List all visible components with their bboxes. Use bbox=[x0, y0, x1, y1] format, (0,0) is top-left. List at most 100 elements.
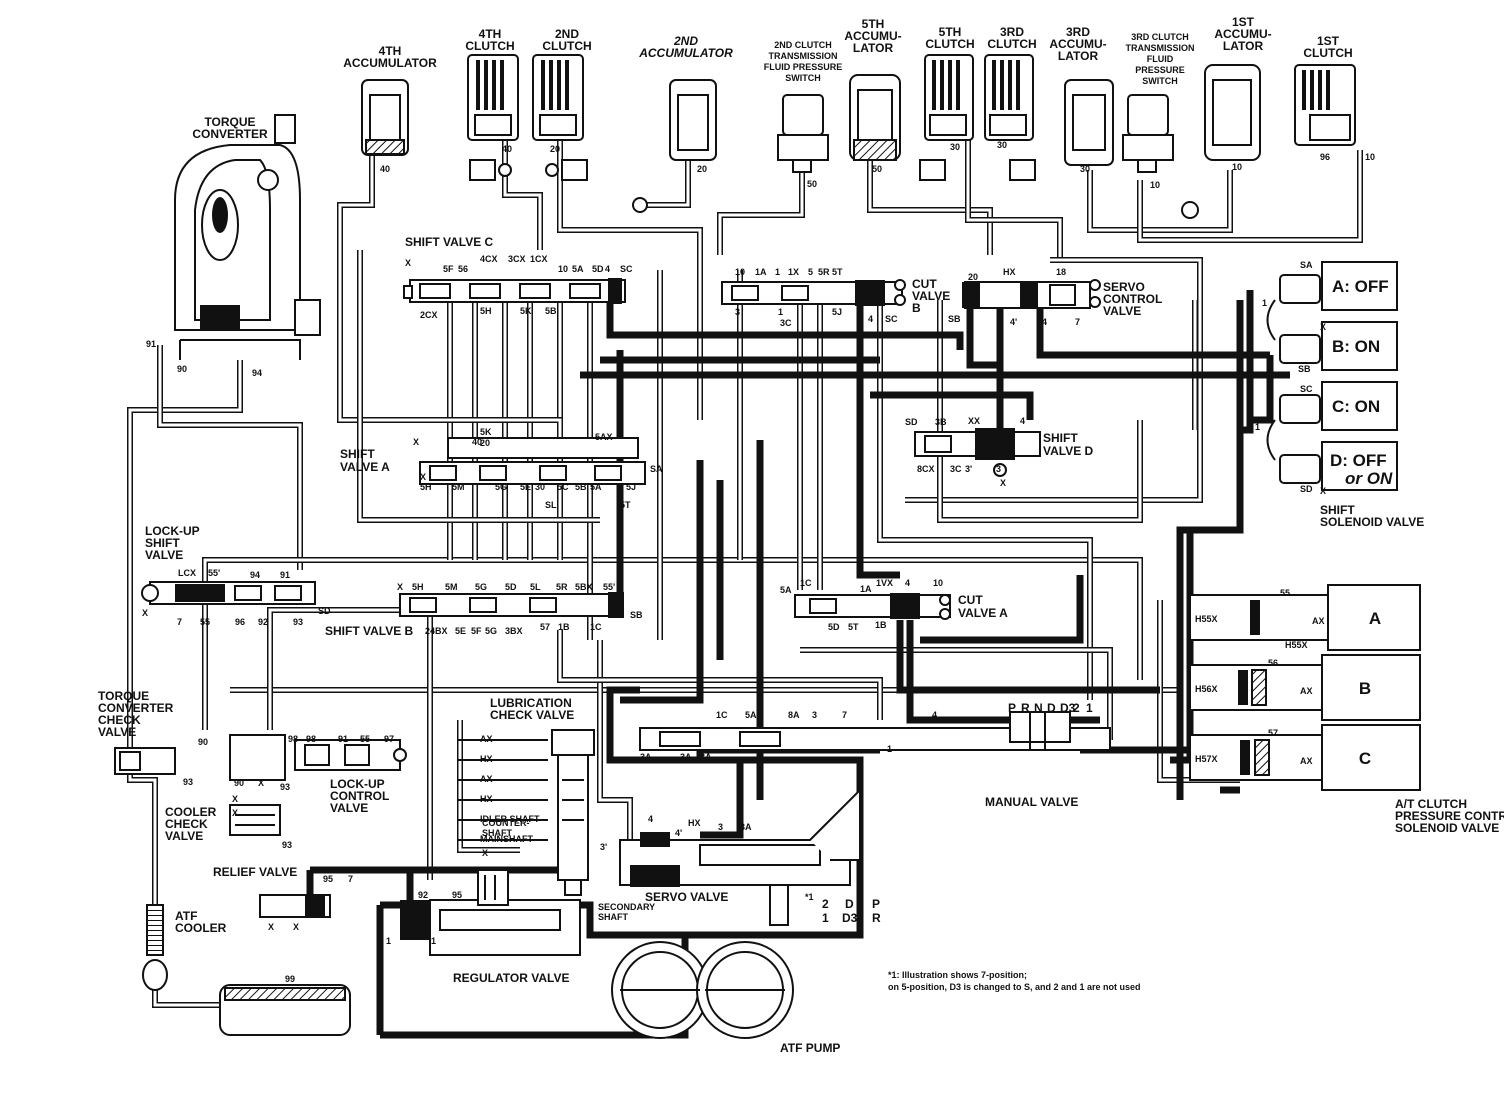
port-code-manual_valve: 3 bbox=[812, 710, 817, 720]
pcs-port-ax-c: AX bbox=[1300, 756, 1313, 766]
port-code-manual_valve: 3A bbox=[640, 752, 652, 762]
port-code-relief_regulator: 1 bbox=[386, 936, 391, 946]
port-code-shift_valve_c: 5A bbox=[572, 264, 584, 274]
port-code-lockup_shift: 90 bbox=[177, 364, 187, 374]
lube-item: IDLER SHAFT bbox=[480, 814, 540, 824]
port-code-accumulators: 10 bbox=[1365, 152, 1375, 162]
clutch-3rd bbox=[984, 54, 1036, 181]
clutch-4th bbox=[467, 54, 519, 181]
tc-check-valve bbox=[114, 747, 176, 775]
lube-secondary: SECONDARY bbox=[598, 902, 655, 912]
pcs-port-h57x: H57X bbox=[1195, 754, 1218, 764]
port-code-shift_valve_a: SL bbox=[545, 500, 557, 510]
port-code-shift_valve_a: 5J bbox=[626, 482, 636, 492]
port-code-cut_valve_a: 1VX bbox=[876, 578, 893, 588]
cut-valve-b bbox=[721, 279, 906, 306]
port-code-cut_valve_b: 5J bbox=[832, 307, 842, 317]
port-code-shift_valve_d: SD bbox=[905, 417, 918, 427]
port-code-shift_valve_c: 4 bbox=[605, 264, 610, 274]
port-code-shift_valve_b: 1B bbox=[558, 622, 570, 632]
port-code-shift_valve_d: 3B bbox=[935, 417, 947, 427]
port-code-servo_control: 4' bbox=[1010, 317, 1017, 327]
servo-pos-1: 1 bbox=[822, 911, 829, 925]
port-code-shift_valve_a: 30 bbox=[535, 482, 545, 492]
port-code-shift_valve_b: 1C bbox=[590, 622, 602, 632]
port-code-servo_control: 18 bbox=[1056, 267, 1066, 277]
solenoid-b-state: B: ON bbox=[1332, 337, 1380, 356]
label-atf-pump: ATF PUMP bbox=[780, 1041, 840, 1055]
port-code-lockup_shift: SD bbox=[318, 606, 331, 616]
port-code-shift_valve_b: 5L bbox=[530, 582, 541, 592]
port-code-shift_valve_d: XX bbox=[968, 416, 980, 426]
manual-valve bbox=[639, 711, 1111, 751]
pressure-switch-2nd bbox=[777, 94, 829, 173]
port-code-lockup_shift: 91 bbox=[146, 339, 156, 349]
port-code-cut_valve_b: 5T bbox=[832, 267, 843, 277]
port-code-cut_valve_b: 5 bbox=[808, 267, 813, 277]
port-code-shift_valve_d: 4 bbox=[1020, 416, 1025, 426]
port-code-shift_valve_b: 5D bbox=[505, 582, 517, 592]
label-shift-valve-b: SHIFT VALVE B bbox=[325, 624, 414, 638]
servo-pos-r: R bbox=[872, 911, 881, 925]
pcs-port-55: 55 bbox=[1280, 588, 1290, 598]
label-servo-valve: SERVO VALVE bbox=[645, 890, 728, 904]
port-code-cut_valve_a: 1A bbox=[860, 584, 872, 594]
port-code-shift_valve_b: 57 bbox=[540, 622, 550, 632]
port-code-lockup_shift: 96 bbox=[235, 617, 245, 627]
port-code-lockup_control: 97 bbox=[384, 734, 394, 744]
port-code-lockup_control: 93 bbox=[183, 777, 193, 787]
lube-x: X bbox=[482, 848, 488, 858]
port-code-shift_valve_b: 5G bbox=[485, 626, 497, 636]
port-code-servo_control: X bbox=[1320, 486, 1326, 496]
port-code-shift_valve_b: 5M bbox=[445, 582, 458, 592]
relief-valve bbox=[259, 894, 331, 918]
servo-pos-d3: D3 bbox=[842, 911, 858, 925]
port-code-shift_valve_d: 8CX bbox=[917, 464, 935, 474]
port-code-relief_regulator: 95 bbox=[323, 874, 333, 884]
port-code-shift_valve_b: X bbox=[397, 582, 403, 592]
shift-solenoid-valves bbox=[1266, 261, 1398, 491]
pcs-port-h56x: H56X bbox=[1195, 684, 1218, 694]
port-code-lockup_shift: 7 bbox=[177, 617, 182, 627]
port-code-relief_regulator: 1 bbox=[431, 936, 436, 946]
port-code-accumulators: 10 bbox=[1232, 162, 1242, 172]
port-code-relief_regulator: 7 bbox=[348, 874, 353, 884]
port-code-servo_valve: 4' bbox=[675, 828, 682, 838]
port-code-shift_valve_a: 5C bbox=[557, 482, 569, 492]
port-code-servo_control: SD bbox=[1300, 484, 1313, 494]
port-code-lockup_control: 98 bbox=[288, 734, 298, 744]
port-code-shift_valve_a: 5A bbox=[590, 482, 602, 492]
port-code-servo_control: SC bbox=[1300, 384, 1313, 394]
port-code-cut_valve_a: 5T bbox=[848, 622, 859, 632]
port-code-cut_valve_a: 5D bbox=[828, 622, 840, 632]
port-code-shift_valve_a: 5T bbox=[620, 500, 631, 510]
accumulator-4th bbox=[361, 79, 409, 156]
footnote: *1: Illustration shows 7-position;on 5-p… bbox=[888, 970, 1141, 992]
lube-counter-2: SHAFT bbox=[482, 828, 512, 838]
pcs-port-57: 57 bbox=[1268, 728, 1278, 738]
port-code-lockup_control: 93 bbox=[282, 840, 292, 850]
manual-position: R bbox=[1021, 701, 1030, 715]
port-code-shift_valve_b: 5F bbox=[471, 626, 482, 636]
clutch-5th bbox=[919, 54, 974, 181]
port-code-shift_valve_a: 5B bbox=[575, 482, 587, 492]
port-code-manual_valve: 1 bbox=[887, 744, 892, 754]
port-code-servo_valve: HX bbox=[688, 818, 701, 828]
port-code-cut_valve_b: 1 bbox=[778, 307, 783, 317]
port-code-shift_valve_a: 5E bbox=[520, 482, 531, 492]
shift-valve-c bbox=[403, 278, 626, 304]
port-code-accumulators: 10 bbox=[1150, 180, 1160, 190]
label-shift-valve-c: SHIFT VALVE C bbox=[405, 235, 494, 249]
